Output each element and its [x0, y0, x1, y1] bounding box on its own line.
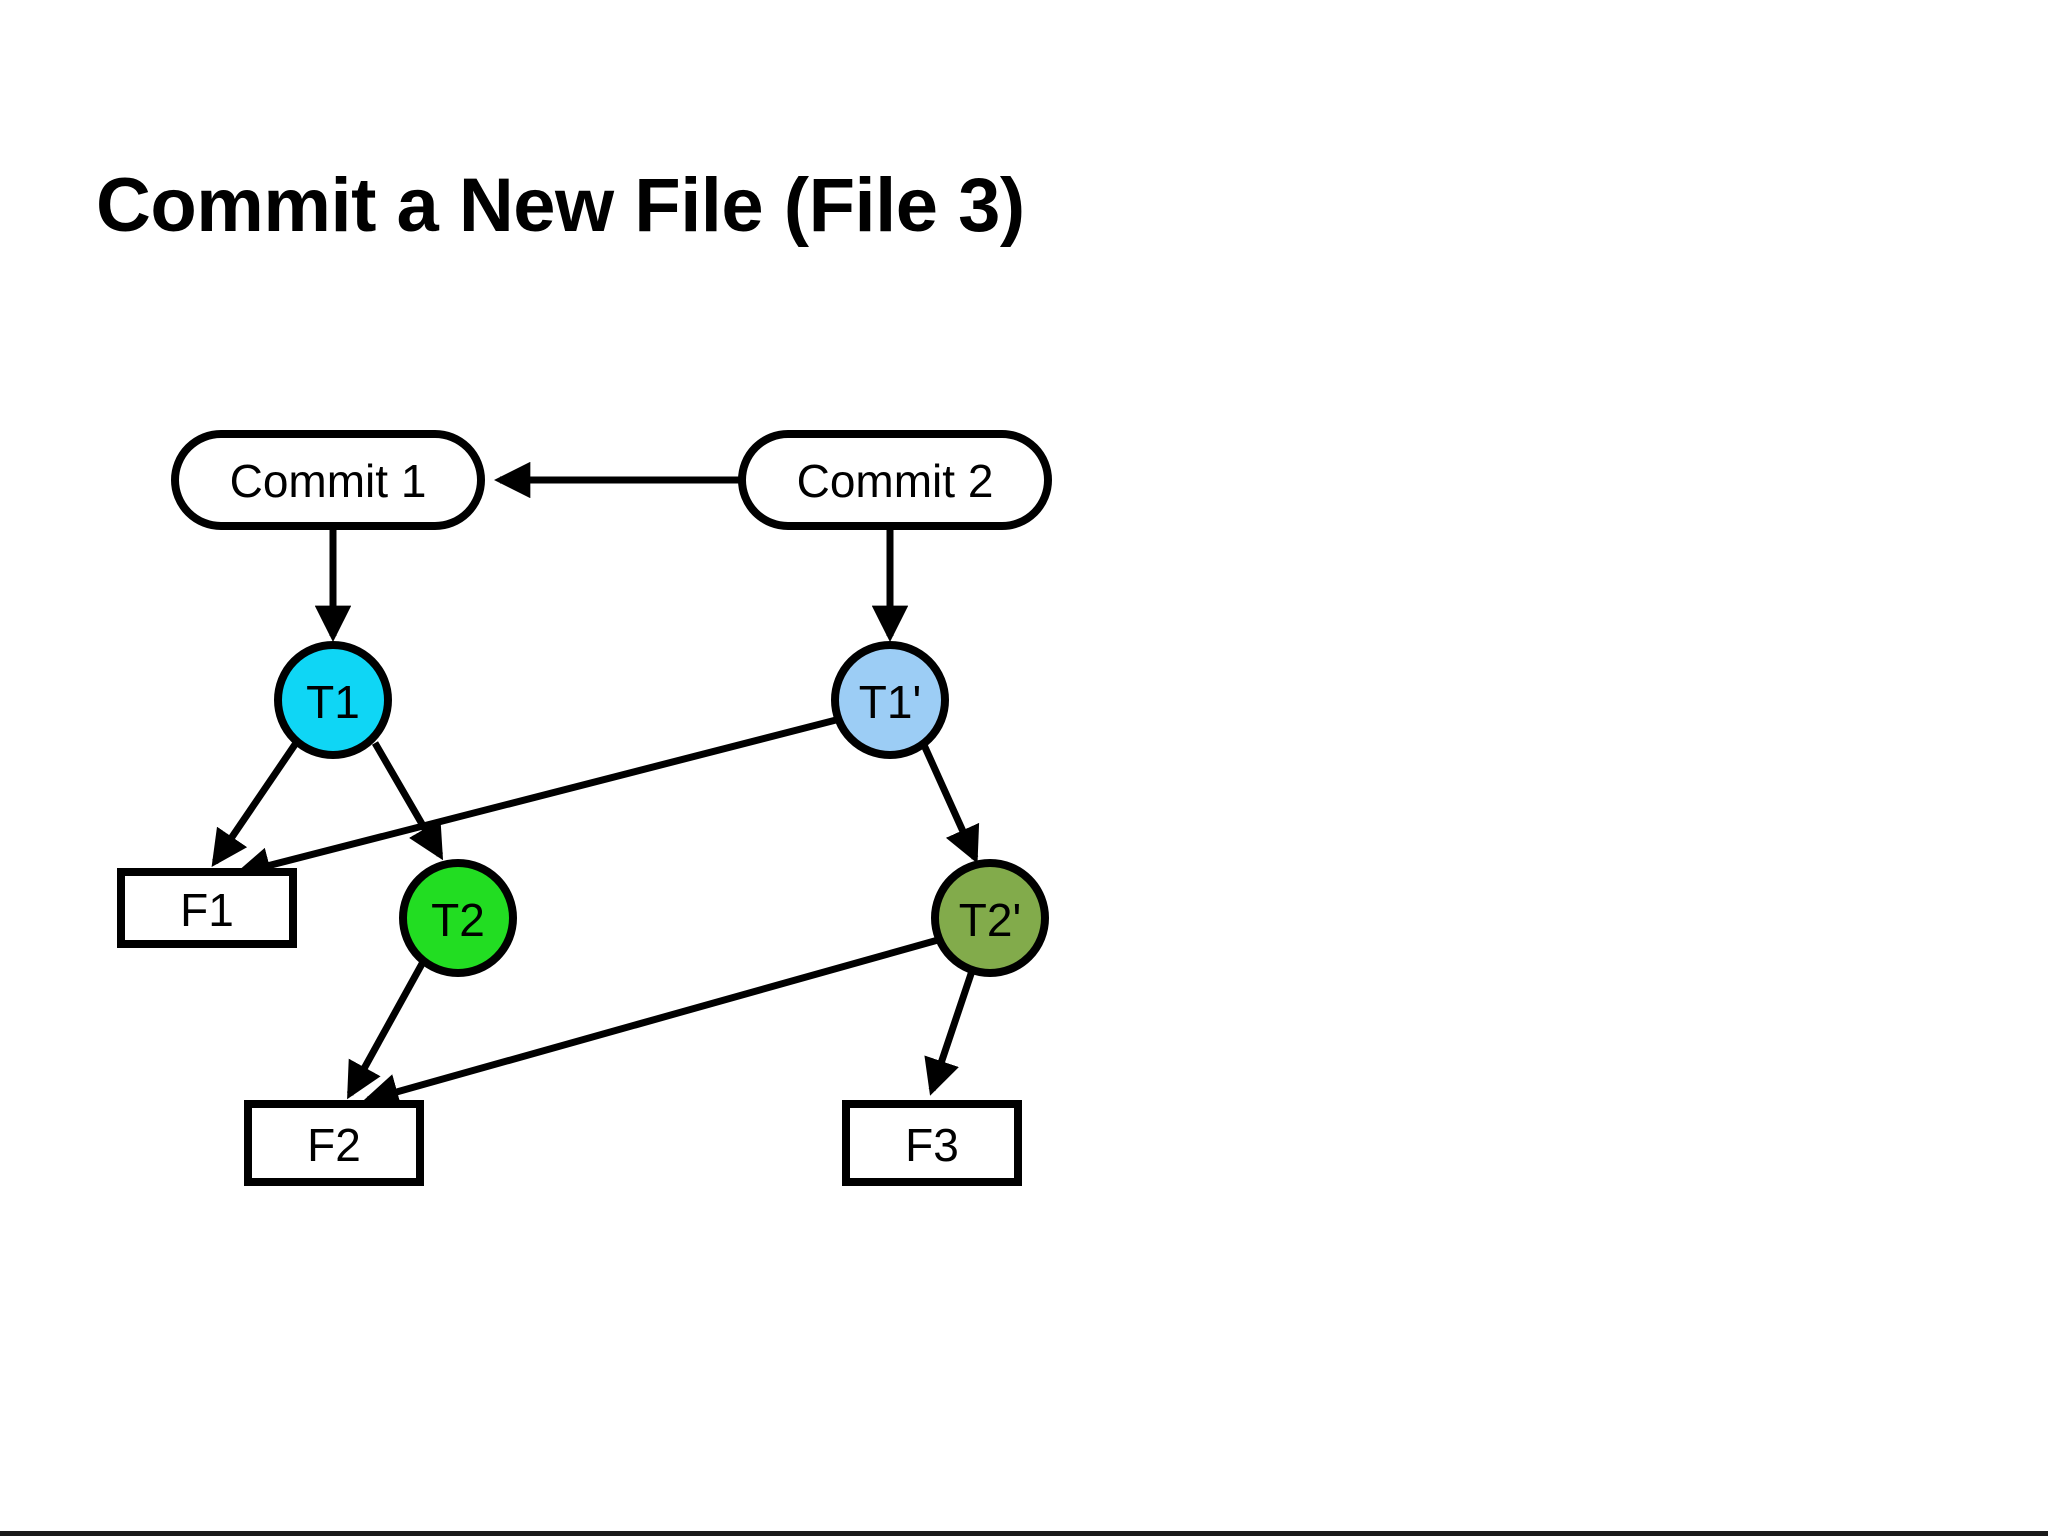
page-title: Commit a New File (File 3) — [96, 163, 1025, 248]
node-f3[interactable]: F3 — [842, 1100, 1022, 1186]
commit2-shape[interactable] — [738, 430, 1052, 530]
edge-t1prime-to-f1 — [234, 716, 837, 884]
node-f2[interactable]: F2 — [244, 1100, 424, 1186]
node-t2-prime[interactable]: T2' — [931, 859, 1049, 977]
f1-label: F1 — [180, 884, 234, 936]
node-t1-prime[interactable]: T1' — [831, 641, 949, 759]
t2-prime-label: T2' — [959, 894, 1021, 946]
edge-t1-to-t2 — [371, 741, 444, 861]
f1-shape[interactable] — [117, 868, 297, 948]
commit1-shape[interactable] — [171, 430, 485, 530]
f3-label: F3 — [905, 1119, 959, 1171]
edge-t1prime-to-t2prime — [920, 743, 980, 864]
edge-t2prime-to-f2 — [362, 936, 939, 1110]
t2-label: T2 — [431, 894, 485, 946]
commit2-label: Commit 2 — [797, 455, 994, 507]
edge-layer — [211, 461, 980, 1110]
t1-label: T1 — [306, 676, 360, 728]
node-commit2[interactable]: Commit 2 — [738, 430, 1052, 530]
edge-t2-to-f2 — [346, 960, 427, 1100]
t1-prime-label: T1' — [859, 676, 921, 728]
edge-t1-to-f1 — [211, 741, 299, 868]
t2-prime-shape[interactable] — [931, 859, 1049, 977]
f2-shape[interactable] — [244, 1100, 424, 1186]
node-commit1[interactable]: Commit 1 — [171, 430, 485, 530]
node-layer: Commit 1 Commit 2 T1 T1' — [117, 430, 1052, 1186]
node-t1[interactable]: T1 — [274, 641, 392, 759]
node-f1[interactable]: F1 — [117, 868, 297, 948]
slide-bottom-rule — [0, 1531, 2048, 1536]
t1-shape[interactable] — [274, 641, 392, 759]
edge-t2prime-to-f3 — [924, 960, 979, 1096]
t2-shape[interactable] — [399, 859, 517, 977]
commit1-label: Commit 1 — [230, 455, 427, 507]
f3-shape[interactable] — [842, 1100, 1022, 1186]
t1-prime-shape[interactable] — [831, 641, 949, 759]
f2-label: F2 — [307, 1119, 361, 1171]
node-t2[interactable]: T2 — [399, 859, 517, 977]
